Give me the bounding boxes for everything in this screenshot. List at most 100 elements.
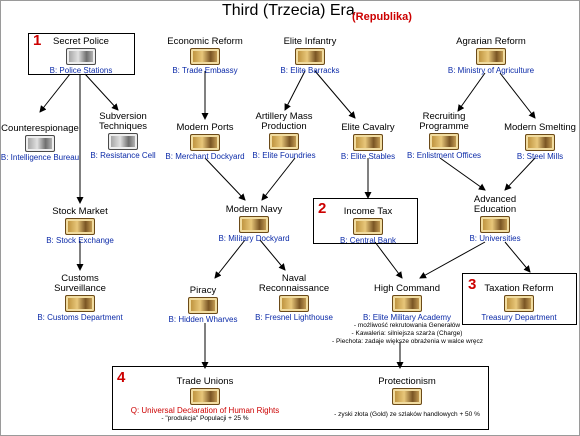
node-name: Subversion Techniques xyxy=(98,111,148,132)
income-tax-box xyxy=(313,198,418,244)
node-name: Customs Surveillance xyxy=(54,273,106,294)
arrow-elite-infantry-artillery xyxy=(284,70,306,111)
node-name: Economic Reform xyxy=(167,36,243,47)
tech-icon xyxy=(392,295,422,312)
node-name: Piracy xyxy=(189,285,217,296)
node-counterespionage: Counterespionage B: Intelligence Bureau xyxy=(0,123,105,163)
wonder-label: Q: Universal Declaration of Human Rights xyxy=(130,406,280,415)
node-name: Recruiting Programme xyxy=(419,111,469,132)
node-name: Agrarian Reform xyxy=(456,36,526,47)
tech-icon xyxy=(239,216,269,233)
node-taxation-reform: Taxation Reform Treasury Department xyxy=(464,283,574,323)
node-name: Protectionism xyxy=(378,376,436,387)
node-name: Counterespionage xyxy=(1,123,79,134)
tech-icon xyxy=(353,218,383,235)
building-label: B: Military Dockyard xyxy=(218,234,290,243)
node-modern-smelting: Modern Smelting B: Steel Mills xyxy=(475,123,580,162)
building-label: Treasury Department xyxy=(481,313,557,322)
tech-icon xyxy=(269,133,299,150)
tech-icon xyxy=(190,134,220,151)
bottom-box xyxy=(112,366,489,430)
node-name: Artillery Mass Production xyxy=(255,111,313,132)
node-agrarian-reform: Agrarian Reform B: Ministry of Agricultu… xyxy=(426,36,556,76)
tech-icon xyxy=(504,295,534,312)
building-label: B: Enlistment Offices xyxy=(406,151,482,160)
tech-icon xyxy=(190,388,220,405)
building-label: B: Hidden Wharves xyxy=(168,315,238,324)
building-label: B: Elite Stables xyxy=(340,152,396,161)
node-protectionism: Protectionism - zyski złota (Gold) ze sz… xyxy=(332,377,482,419)
tech-icon xyxy=(66,48,96,65)
node-elite-cavalry: Elite Cavalry B: Elite Stables xyxy=(303,122,433,162)
tech-icon xyxy=(525,134,555,151)
node-piracy: Piracy B: Hidden Wharves xyxy=(138,285,268,325)
arrow-secret-police-counterespionage xyxy=(39,73,71,113)
building-label: B: Police Stations xyxy=(49,66,113,75)
note-line: - Kawaleria: silniejsza szarża (Charge) xyxy=(351,330,463,337)
marker-3: 3 xyxy=(468,276,477,293)
building-label: B: Steel Mills xyxy=(516,152,564,161)
building-label: B: Stock Exchange xyxy=(46,236,114,245)
taxation-reform-box xyxy=(462,273,577,325)
building-label: B: Central Bank xyxy=(339,236,397,245)
node-name: Elite Infantry xyxy=(283,36,337,47)
node-income-tax: Income Tax B: Central Bank xyxy=(303,206,433,246)
building-label: B: Customs Department xyxy=(37,313,123,322)
building-label: B: Fresnel Lighthouse xyxy=(255,313,333,322)
building-label: B: Resistance Cell xyxy=(90,151,156,160)
tech-icon xyxy=(108,133,138,150)
marker-2: 2 xyxy=(318,200,327,217)
arrow-modern-navy-naval-recon xyxy=(259,239,286,271)
node-trade-unions: Trade Unions Q: Universal Declaration of… xyxy=(130,377,280,423)
arrow-smelting-education xyxy=(504,157,536,191)
node-elite-infantry: Elite Infantry B: Elite Barracks xyxy=(245,36,375,76)
building-label: B: Merchant Dockyard xyxy=(165,152,245,161)
note-line: - możliwość rekrutowania Generałów xyxy=(353,322,461,329)
node-name: Modern Ports xyxy=(176,122,234,133)
note-line: - Piechota: zadaje większe obrażenia w w… xyxy=(332,338,484,345)
node-name: High Command xyxy=(374,283,440,294)
building-label: B: Intelligence Bureau xyxy=(0,153,80,162)
node-stock-market: Stock Market B: Stock Exchange xyxy=(15,206,145,246)
tech-icon xyxy=(480,216,510,233)
node-naval-recon: Naval Reconnaissance B: Fresnel Lighthou… xyxy=(229,274,359,323)
node-name: Elite Cavalry xyxy=(341,122,395,133)
arrow-agrarian-recruiting xyxy=(457,72,486,112)
node-name: Stock Market xyxy=(52,206,108,217)
node-name: Secret Police xyxy=(53,36,109,47)
node-secret-police: Secret Police B: Police Stations xyxy=(16,36,146,76)
node-advanced-education: Advanced Education B: Universities xyxy=(430,194,560,244)
tech-icon xyxy=(295,48,325,65)
arrow-artillery-modern-navy xyxy=(261,157,296,201)
node-modern-navy: Modern Navy B: Military Dockyard xyxy=(189,205,319,244)
note-line: - zyski złota (Gold) ze szlaków handlowy… xyxy=(334,411,480,418)
tech-icon xyxy=(353,134,383,151)
tech-icon xyxy=(188,297,218,314)
node-name: Trade Unions xyxy=(176,376,234,387)
node-high-command: High Command B: Elite Military Academy -… xyxy=(332,283,484,346)
building-label: B: Ministry of Agriculture xyxy=(447,66,535,75)
tech-icon xyxy=(25,135,55,152)
tech-icon xyxy=(429,133,459,150)
tech-icon xyxy=(279,295,309,312)
tech-icon xyxy=(476,48,506,65)
arrow-elite-infantry-elite-cavalry xyxy=(314,70,356,119)
arrow-modern-navy-piracy xyxy=(214,239,246,279)
secret-police-box xyxy=(28,33,135,75)
building-label: B: Elite Barracks xyxy=(280,66,340,75)
node-artillery: Artillery Mass Production B: Elite Found… xyxy=(219,111,349,161)
node-name: Taxation Reform xyxy=(484,283,554,294)
arrow-income-tax-high-command xyxy=(374,241,403,279)
page-title: Third (Trzecia) Era xyxy=(222,2,355,19)
building-label: B: Trade Embassy xyxy=(172,66,238,75)
node-recruiting: Recruiting Programme B: Enlistment Offic… xyxy=(379,111,509,161)
marker-1: 1 xyxy=(33,32,42,49)
node-name: Income Tax xyxy=(343,206,393,217)
node-customs: Customs Surveillance B: Customs Departme… xyxy=(15,273,145,323)
arrow-modern-ports-modern-navy xyxy=(204,157,246,201)
node-name: Advanced Education xyxy=(473,194,517,215)
note-line: - "produkcja" Populacji + 25 % xyxy=(161,415,249,422)
arrow-education-high-command xyxy=(419,241,486,279)
building-label: B: Elite Foundries xyxy=(252,151,316,160)
marker-4: 4 xyxy=(117,369,126,386)
